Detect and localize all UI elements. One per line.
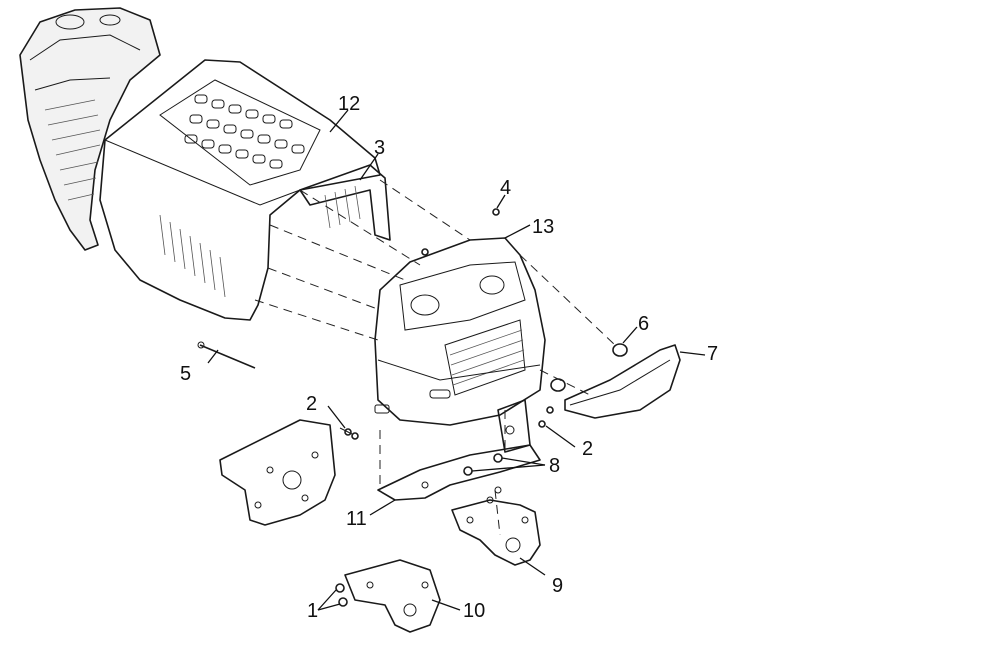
lower-bracket: [344, 559, 441, 633]
support-rod: [197, 341, 256, 369]
front-bracket: [377, 399, 541, 501]
callout-1: 1: [307, 600, 318, 622]
hood-side-vent: [159, 214, 226, 298]
assembly-lines: [254, 179, 616, 536]
callout-12: 12: [338, 93, 360, 115]
bolts: [335, 583, 348, 607]
screws: [339, 208, 554, 440]
callout-10: 10: [463, 600, 485, 622]
callout-13: 13: [532, 216, 554, 238]
axle-bracket: [451, 486, 541, 566]
callout-3: 3: [374, 137, 385, 159]
callout-7: 7: [707, 343, 718, 365]
callout-labels: 12 3 4 13 5 6 7 2 2 8 11 9 10 1: [180, 93, 718, 622]
callout-9: 9: [552, 575, 563, 597]
leader-lines: [207, 109, 706, 611]
front-nose: [374, 237, 546, 426]
hood-vent-slots: [184, 94, 305, 169]
callout-8: 8: [549, 455, 560, 477]
front-bumper: [564, 344, 681, 419]
callout-2a: 2: [306, 393, 317, 415]
callout-4: 4: [500, 177, 511, 199]
bumper-plug: [550, 343, 628, 392]
callout-5: 5: [180, 363, 191, 385]
callout-2b: 2: [582, 438, 593, 460]
fender-assembly: [19, 7, 161, 251]
nuts: [463, 453, 503, 476]
callout-6: 6: [638, 313, 649, 335]
left-mounting-plate: [219, 419, 336, 526]
callout-11: 11: [346, 508, 367, 530]
